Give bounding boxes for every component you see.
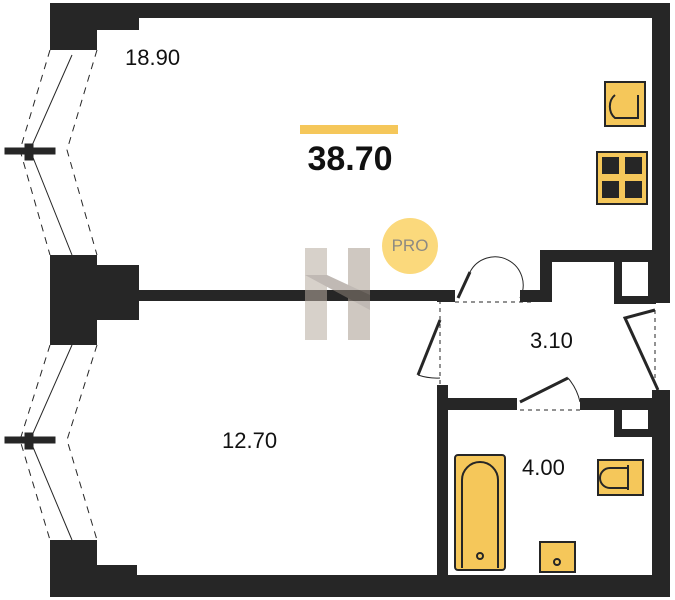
doors — [416, 256, 660, 411]
bathroom-sink-icon — [539, 541, 576, 573]
total-area: 38.70 — [307, 140, 393, 178]
bathtub-icon — [454, 454, 506, 571]
pro-badge: PRO — [382, 218, 438, 274]
room-area-bedroom: 12.70 — [222, 428, 278, 453]
fixtures — [454, 81, 648, 573]
logo-watermark — [305, 248, 370, 340]
accent-bar — [300, 125, 398, 134]
room-area-hallway: 3.10 — [530, 328, 573, 353]
room-area-bathroom: 4.00 — [522, 455, 565, 480]
windows — [4, 49, 98, 541]
room-area-living: 18.90 — [125, 45, 181, 70]
walls — [50, 3, 670, 597]
toilet-icon — [597, 459, 644, 496]
